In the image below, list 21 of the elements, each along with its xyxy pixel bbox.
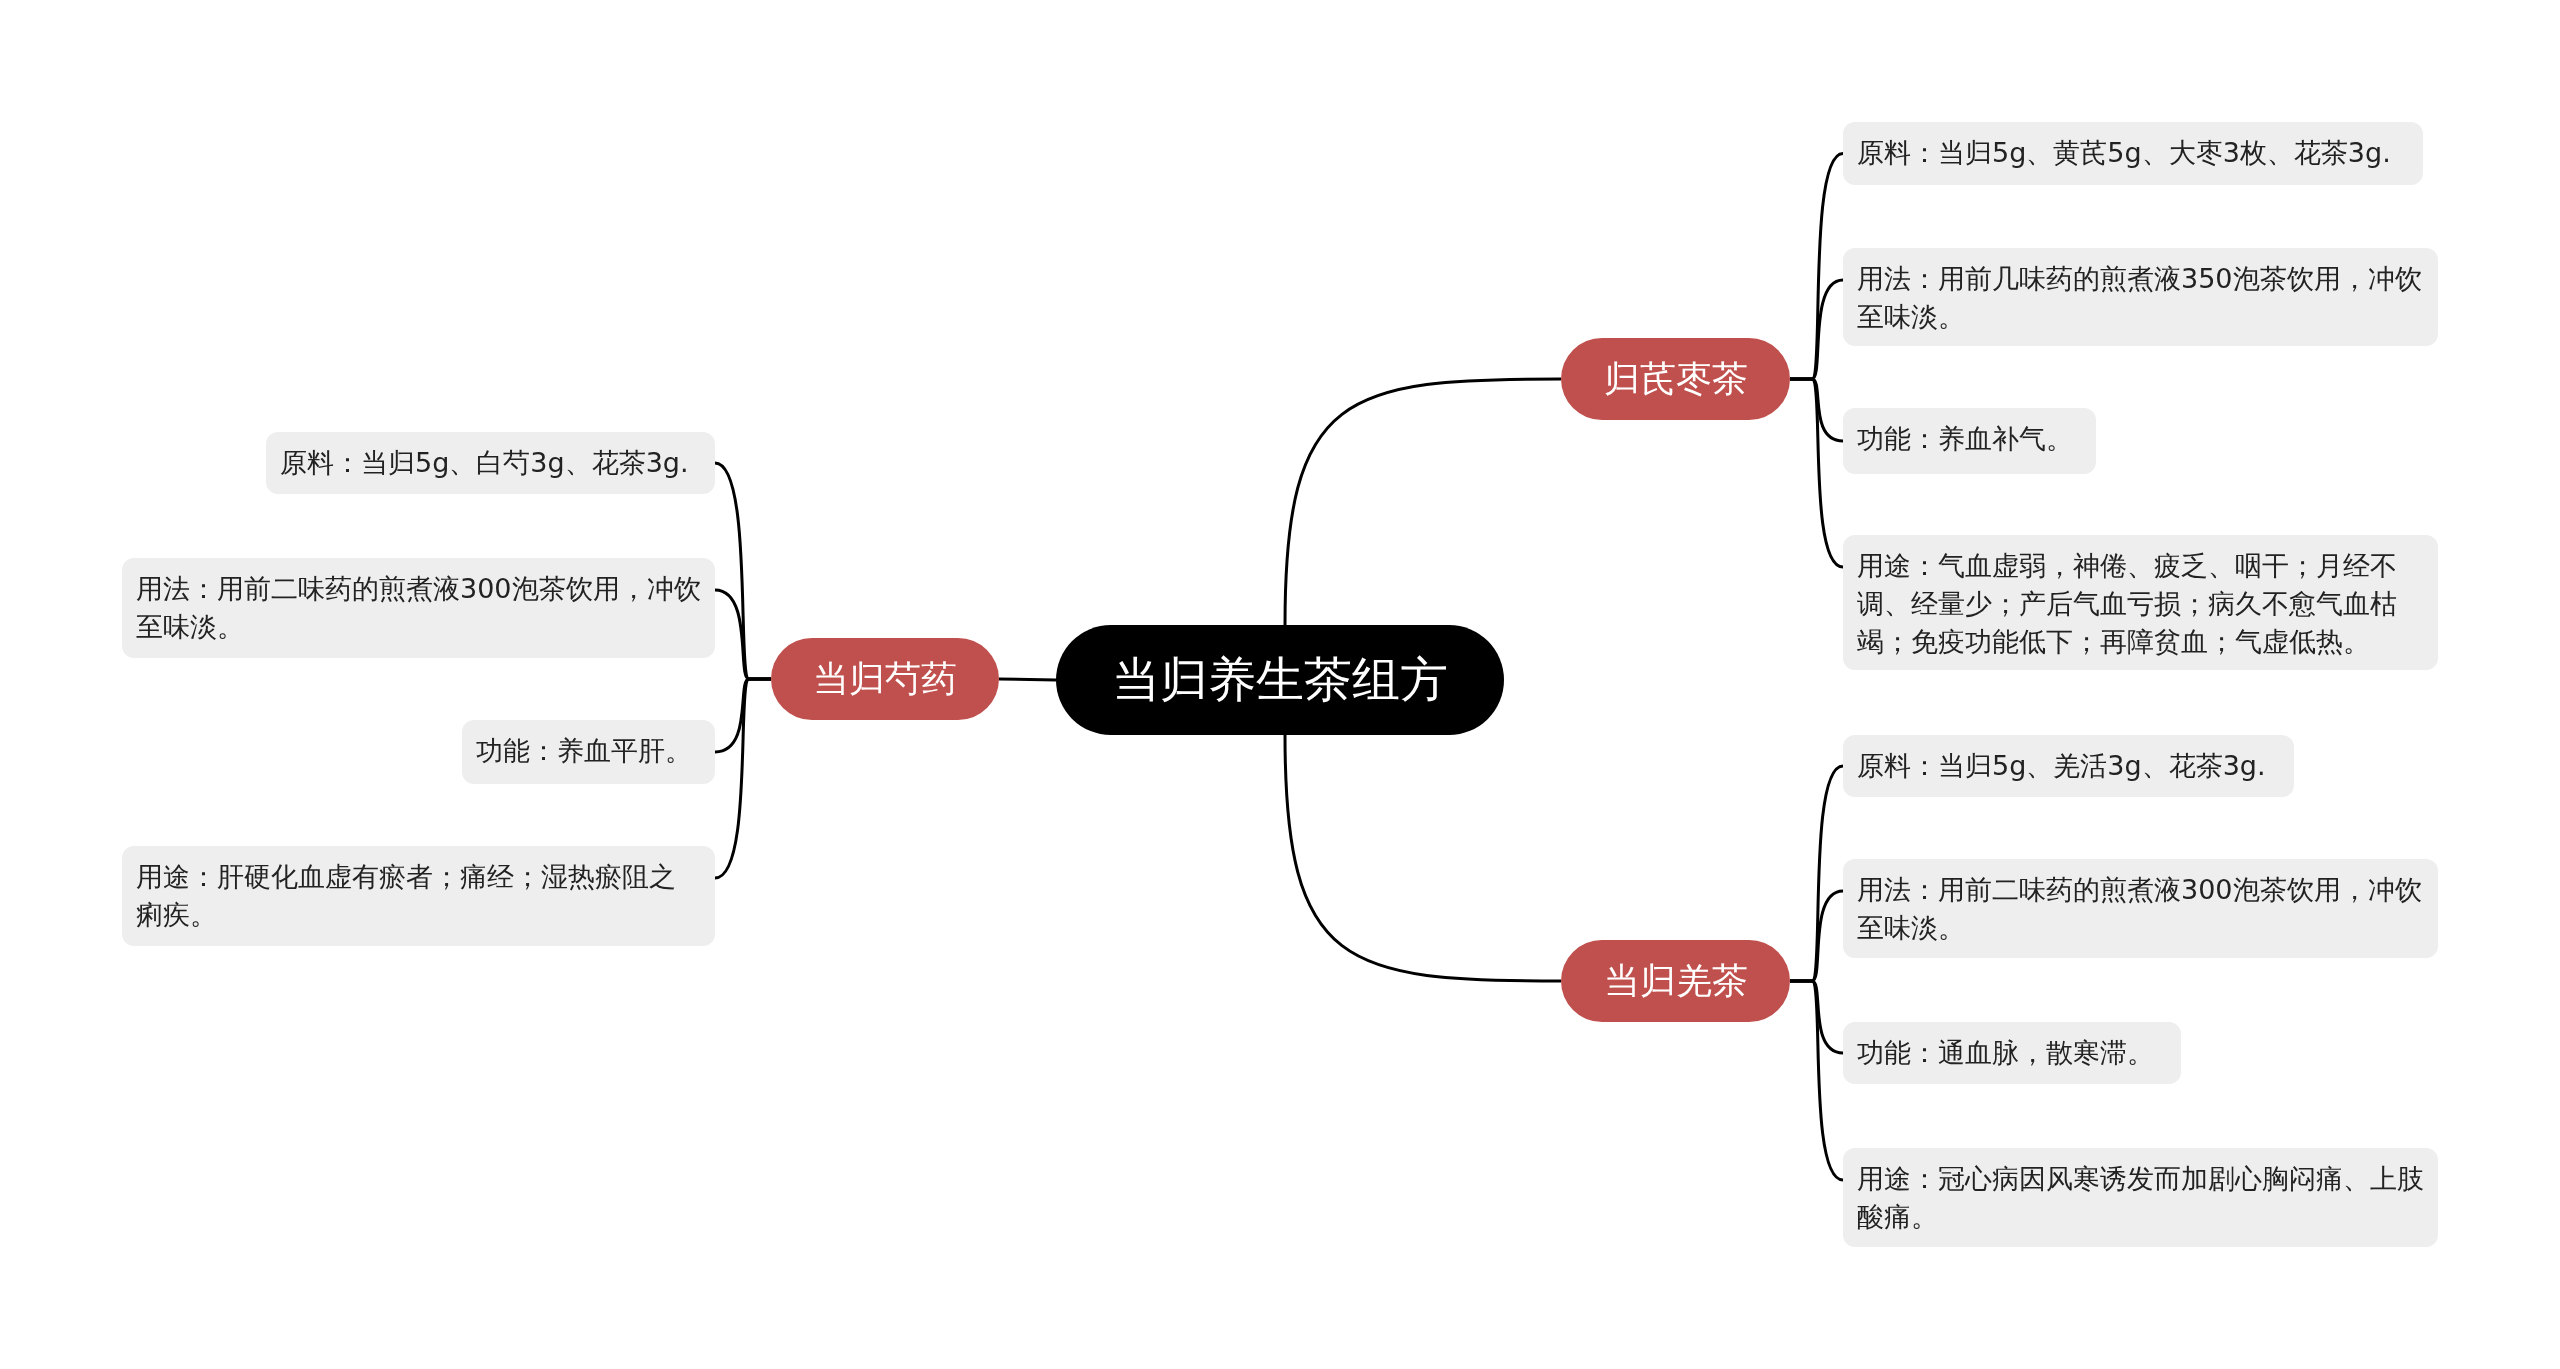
central-topic: 当归养生茶组方 [1056,625,1504,735]
note-box: 原料：当归5g、羌活3g、花茶3g. [1843,735,2294,797]
connector-line [1790,979,1844,1182]
note-box: 用法：用前二味药的煎煮液300泡茶饮用，冲饮至味淡。 [122,558,715,658]
note-box: 用途：气血虚弱，神倦、疲乏、咽干；月经不调、经量少；产后气血亏损；病久不愈气血枯竭；免疫功能低下；再障贫血；气虚低热。 [1843,535,2438,670]
note-box: 原料：当归5g、黄芪5g、大枣3枚、花茶3g. [1843,122,2423,185]
connector-line [1790,377,1844,569]
note-box: 功能：通血脉，散寒滞。 [1843,1022,2181,1084]
branch-topic: 当归羌茶 [1561,940,1790,1022]
note-box: 功能：养血补气。 [1843,408,2096,474]
note-box: 功能：养血平肝。 [462,720,715,784]
note-box: 原料：当归5g、白芍3g、花茶3g. [266,432,715,494]
connector-line [998,677,1057,682]
branch-topic: 当归芍药 [771,638,999,720]
note-box: 用法：用前二味药的煎煮液300泡茶饮用，冲饮至味淡。 [1843,859,2438,958]
connector-line [1283,734,1561,983]
connector-line [1283,377,1561,626]
branch-topic: 归芪枣茶 [1561,338,1790,420]
note-box: 用途：冠心病因风寒诱发而加剧心胸闷痛、上肢酸痛。 [1843,1148,2438,1247]
note-box: 用途：肝硬化血虚有瘀者；痛经；湿热瘀阻之痢疾。 [122,846,715,946]
note-box: 用法：用前几味药的煎煮液350泡茶饮用，冲饮至味淡。 [1843,248,2438,346]
